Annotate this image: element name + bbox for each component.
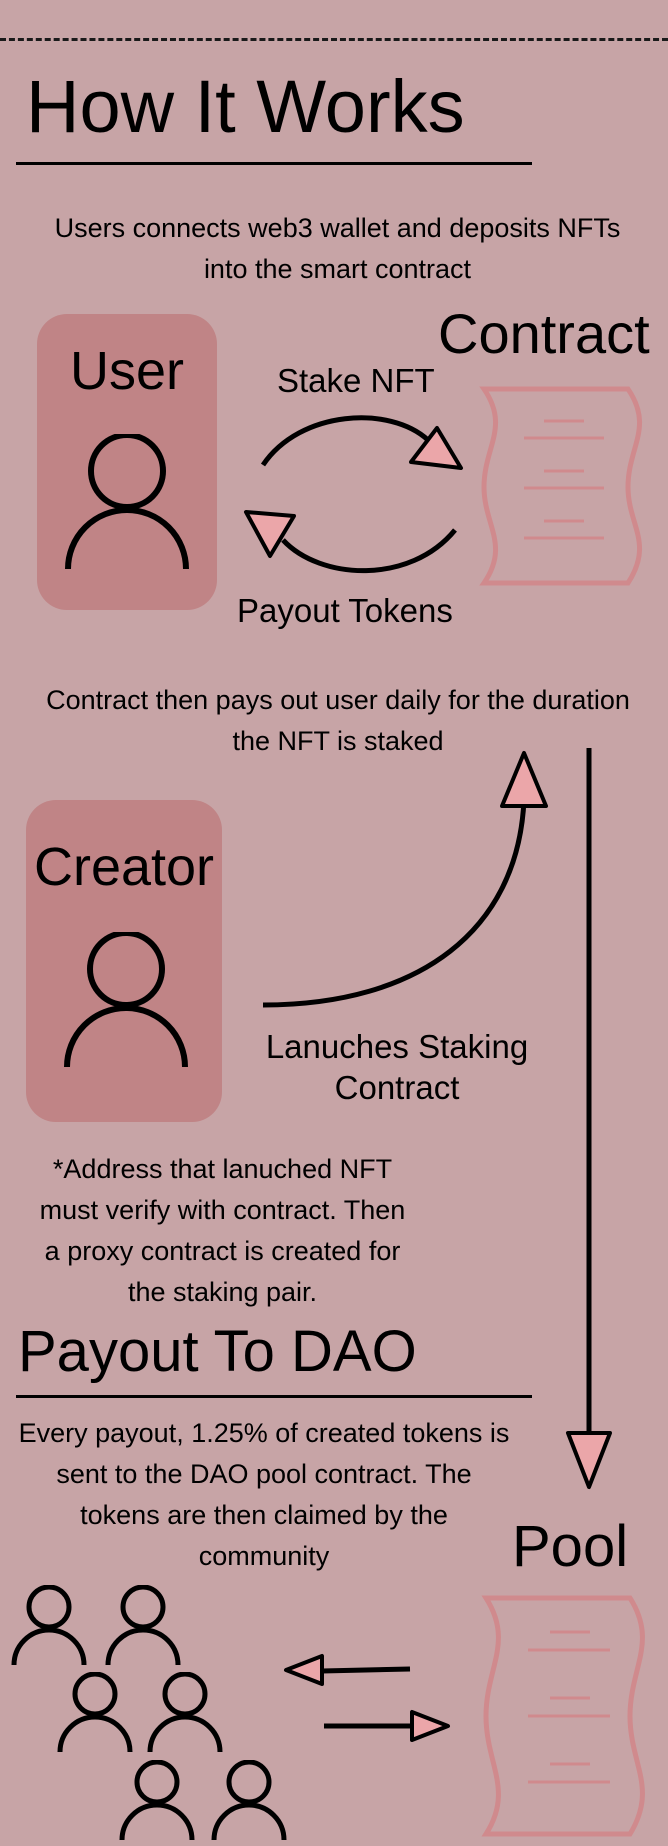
title-underline — [16, 162, 532, 165]
claim-arrowhead-icon — [284, 1654, 324, 1686]
community-person-icon — [105, 1585, 181, 1666]
user-label: User — [69, 341, 184, 401]
community-person-icon — [119, 1760, 195, 1841]
creator-card: Creator — [26, 800, 222, 1122]
dao-title: Payout To DAO — [18, 1319, 417, 1384]
community-person-icon — [57, 1672, 133, 1753]
community-person-icon — [11, 1585, 87, 1666]
page-title: How It Works — [26, 65, 465, 148]
document-icon — [481, 1595, 645, 1837]
launch-label: Lanuches Staking Contract — [265, 1028, 529, 1106]
dao-underline — [16, 1395, 532, 1398]
stake-nft-label: Stake NFT — [277, 362, 435, 399]
payout-arrow — [281, 528, 457, 574]
person-icon — [64, 932, 188, 1068]
payout-tokens-label: Payout Tokens — [237, 592, 453, 629]
payout-description: Contract then pays out user daily for th… — [46, 685, 630, 756]
user-card: User — [37, 314, 217, 610]
creator-note: *Address that lanuched NFT must verify w… — [39, 1154, 406, 1307]
community-person-icon — [211, 1760, 287, 1841]
claim-arrow — [321, 1666, 411, 1674]
community-person-icon — [147, 1672, 223, 1753]
document-icon — [479, 386, 642, 586]
deposit-arrowhead-icon — [410, 1710, 450, 1742]
dao-description: Every payout, 1.25% of created tokens is… — [18, 1418, 510, 1571]
dashed-divider — [0, 38, 668, 41]
pool-label: Pool — [512, 1514, 629, 1579]
pool-arrowhead-icon — [566, 1431, 612, 1489]
creator-label: Creator — [33, 837, 215, 897]
contract-label: Contract — [438, 302, 650, 365]
intro-text: Users connects web3 wallet and deposits … — [54, 213, 621, 284]
payout-arrowhead-icon — [244, 510, 296, 558]
stake-arrowhead-icon — [409, 426, 463, 470]
launch-arrow — [262, 799, 527, 1008]
stake-arrow — [260, 415, 430, 467]
person-icon — [65, 434, 189, 570]
